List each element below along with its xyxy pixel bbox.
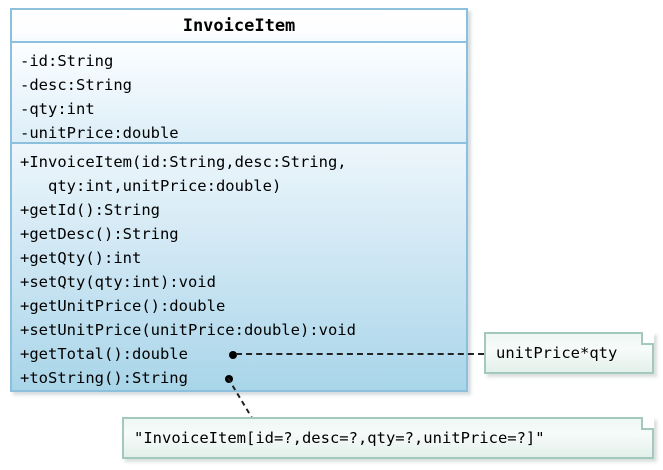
method-row: +getTotal():double: [20, 345, 188, 363]
class-methods-compartment: +InvoiceItem(id:String,desc:String, qty:…: [12, 144, 466, 390]
class-header-compartment: InvoiceItem: [12, 10, 466, 43]
anchor-dot-to-string: [225, 375, 233, 383]
method-row: +getUnitPrice():double: [20, 297, 226, 315]
uml-class-box[interactable]: InvoiceItem -id:String -desc:String -qty…: [10, 8, 468, 392]
attribute-row: -id:String: [20, 52, 114, 70]
attribute-row: -unitPrice:double: [20, 124, 179, 142]
note-text: unitPrice*qty: [496, 344, 618, 362]
method-row: +toString():String: [20, 369, 188, 387]
class-attributes-compartment: -id:String -desc:String -qty:int -unitPr…: [12, 43, 466, 144]
method-row-continuation: qty:int,unitPrice:double): [20, 177, 282, 195]
note-fold-corner-icon: [641, 417, 654, 430]
method-row: +InvoiceItem(id:String,desc:String,: [20, 153, 347, 171]
note-text: "InvoiceItem[id=?,desc=?,qty=?,unitPrice…: [134, 429, 545, 447]
anchor-dot-get-total: [229, 351, 237, 359]
method-row: +setQty(qty:int):void: [20, 273, 216, 291]
attribute-row: -desc:String: [20, 76, 132, 94]
class-name: InvoiceItem: [182, 15, 296, 36]
attribute-row: -qty:int: [20, 100, 95, 118]
uml-note-to-string[interactable]: "InvoiceItem[id=?,desc=?,qty=?,unitPrice…: [122, 417, 654, 459]
method-row: +getQty():int: [20, 249, 142, 267]
uml-note-get-total[interactable]: unitPrice*qty: [484, 332, 654, 374]
note-fold-corner-icon: [641, 332, 654, 345]
method-row: +setUnitPrice(unitPrice:double):void: [20, 321, 356, 339]
method-row: +getDesc():String: [20, 225, 179, 243]
method-row: +getId():String: [20, 201, 160, 219]
